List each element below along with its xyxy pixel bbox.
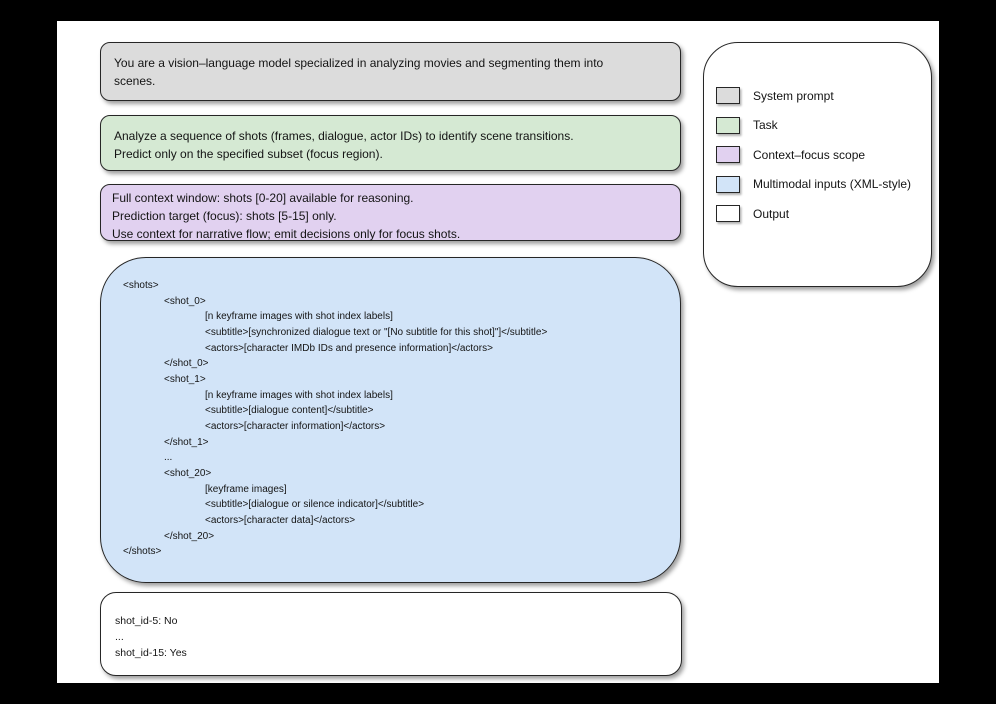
text-line: You are a vision–language model speciali… [114,56,604,70]
legend-rows: System prompt Task Context–focus scope [704,43,931,229]
code-line: <actors>[character information]</actors> [205,420,386,432]
code-line: <shots> [123,280,159,291]
text-line: Full context window: shots [0-20] availa… [112,191,414,205]
text-line: Prediction target (focus): shots [5-15] … [112,209,337,223]
legend-item-label: Multimodal inputs (XML-style) [753,177,912,192]
system-prompt-box: You are a vision–language model speciali… [100,42,681,101]
code-line: ... [164,452,173,464]
text-line: shot_id-15: Yes [115,647,187,659]
text-line: Predict only on the specified subset (fo… [114,147,383,161]
legend-item: System prompt [704,81,931,111]
code-line: <shot_20> [164,467,212,479]
legend: System prompt Task Context–focus scope [703,42,932,287]
output-text: shot_id-5: No... shot_id-15: Yes [101,593,681,661]
legend-item-label: Context–focus scope [753,147,866,162]
text-line: shot_id-5: No [115,615,178,627]
legend-swatch [716,87,740,105]
legend-swatch [716,205,740,223]
legend-item: Multimodal inputs (XML-style) [704,170,931,200]
code-line: <actors>[character IMDb IDs and presence… [205,342,493,354]
legend-swatch [716,175,740,193]
legend-item: Task [704,111,931,141]
legend-item: Output [704,199,931,229]
code-line: [n keyframe images with shot index label… [205,389,393,401]
code-line: <subtitle>[dialogue or silence indicator… [205,499,425,511]
multimodal-inputs-box: <shots> <shot_0> [n keyframe images with s… [100,257,681,583]
code-line: <shot_1> [164,373,206,385]
legend-item-label: Task [753,118,778,133]
code-line: [n keyframe images with shot index label… [205,311,393,323]
code-line: <subtitle>[dialogue content]</subtitle> [205,405,374,417]
legend-item: Context–focus scope [704,140,931,170]
system-prompt-text: You are a vision–language model speciali… [101,43,680,90]
output-box: shot_id-5: No... shot_id-15: Yes [100,592,682,676]
code-line: <shot_0> [164,295,206,307]
code-line: [keyframe images] [205,483,287,495]
text-line: scenes. [114,74,156,88]
text-line: Use context for narrative flow; emit dec… [112,227,461,241]
code-line: </shot_0> [164,358,209,370]
diagram-canvas: You are a vision–language model speciali… [57,21,939,683]
xml-prompt-code: <shots> <shot_0> [n keyframe images with s… [101,258,680,560]
text-line: ... [115,631,124,643]
task-text: Analyze a sequence of shots (frames, dia… [101,116,680,163]
context-focus-box: Full context window: shots [0-20] availa… [100,184,681,241]
legend-swatch [716,146,740,164]
legend-item-label: Output [753,206,790,221]
task-box: Analyze a sequence of shots (frames, dia… [100,115,681,171]
legend-swatch [716,116,740,134]
code-line: <actors>[character data]</actors> [205,514,356,526]
code-line: </shots> [123,546,162,558]
code-line: </shot_20> [164,530,215,542]
context-focus-text: Full context window: shots [0-20] availa… [101,185,680,243]
text-line: Analyze a sequence of shots (frames, dia… [114,129,574,143]
legend-item-label: System prompt [753,88,834,103]
code-line: </shot_1> [164,436,209,448]
code-line: <subtitle>[synchronized dialogue text or… [205,326,548,338]
